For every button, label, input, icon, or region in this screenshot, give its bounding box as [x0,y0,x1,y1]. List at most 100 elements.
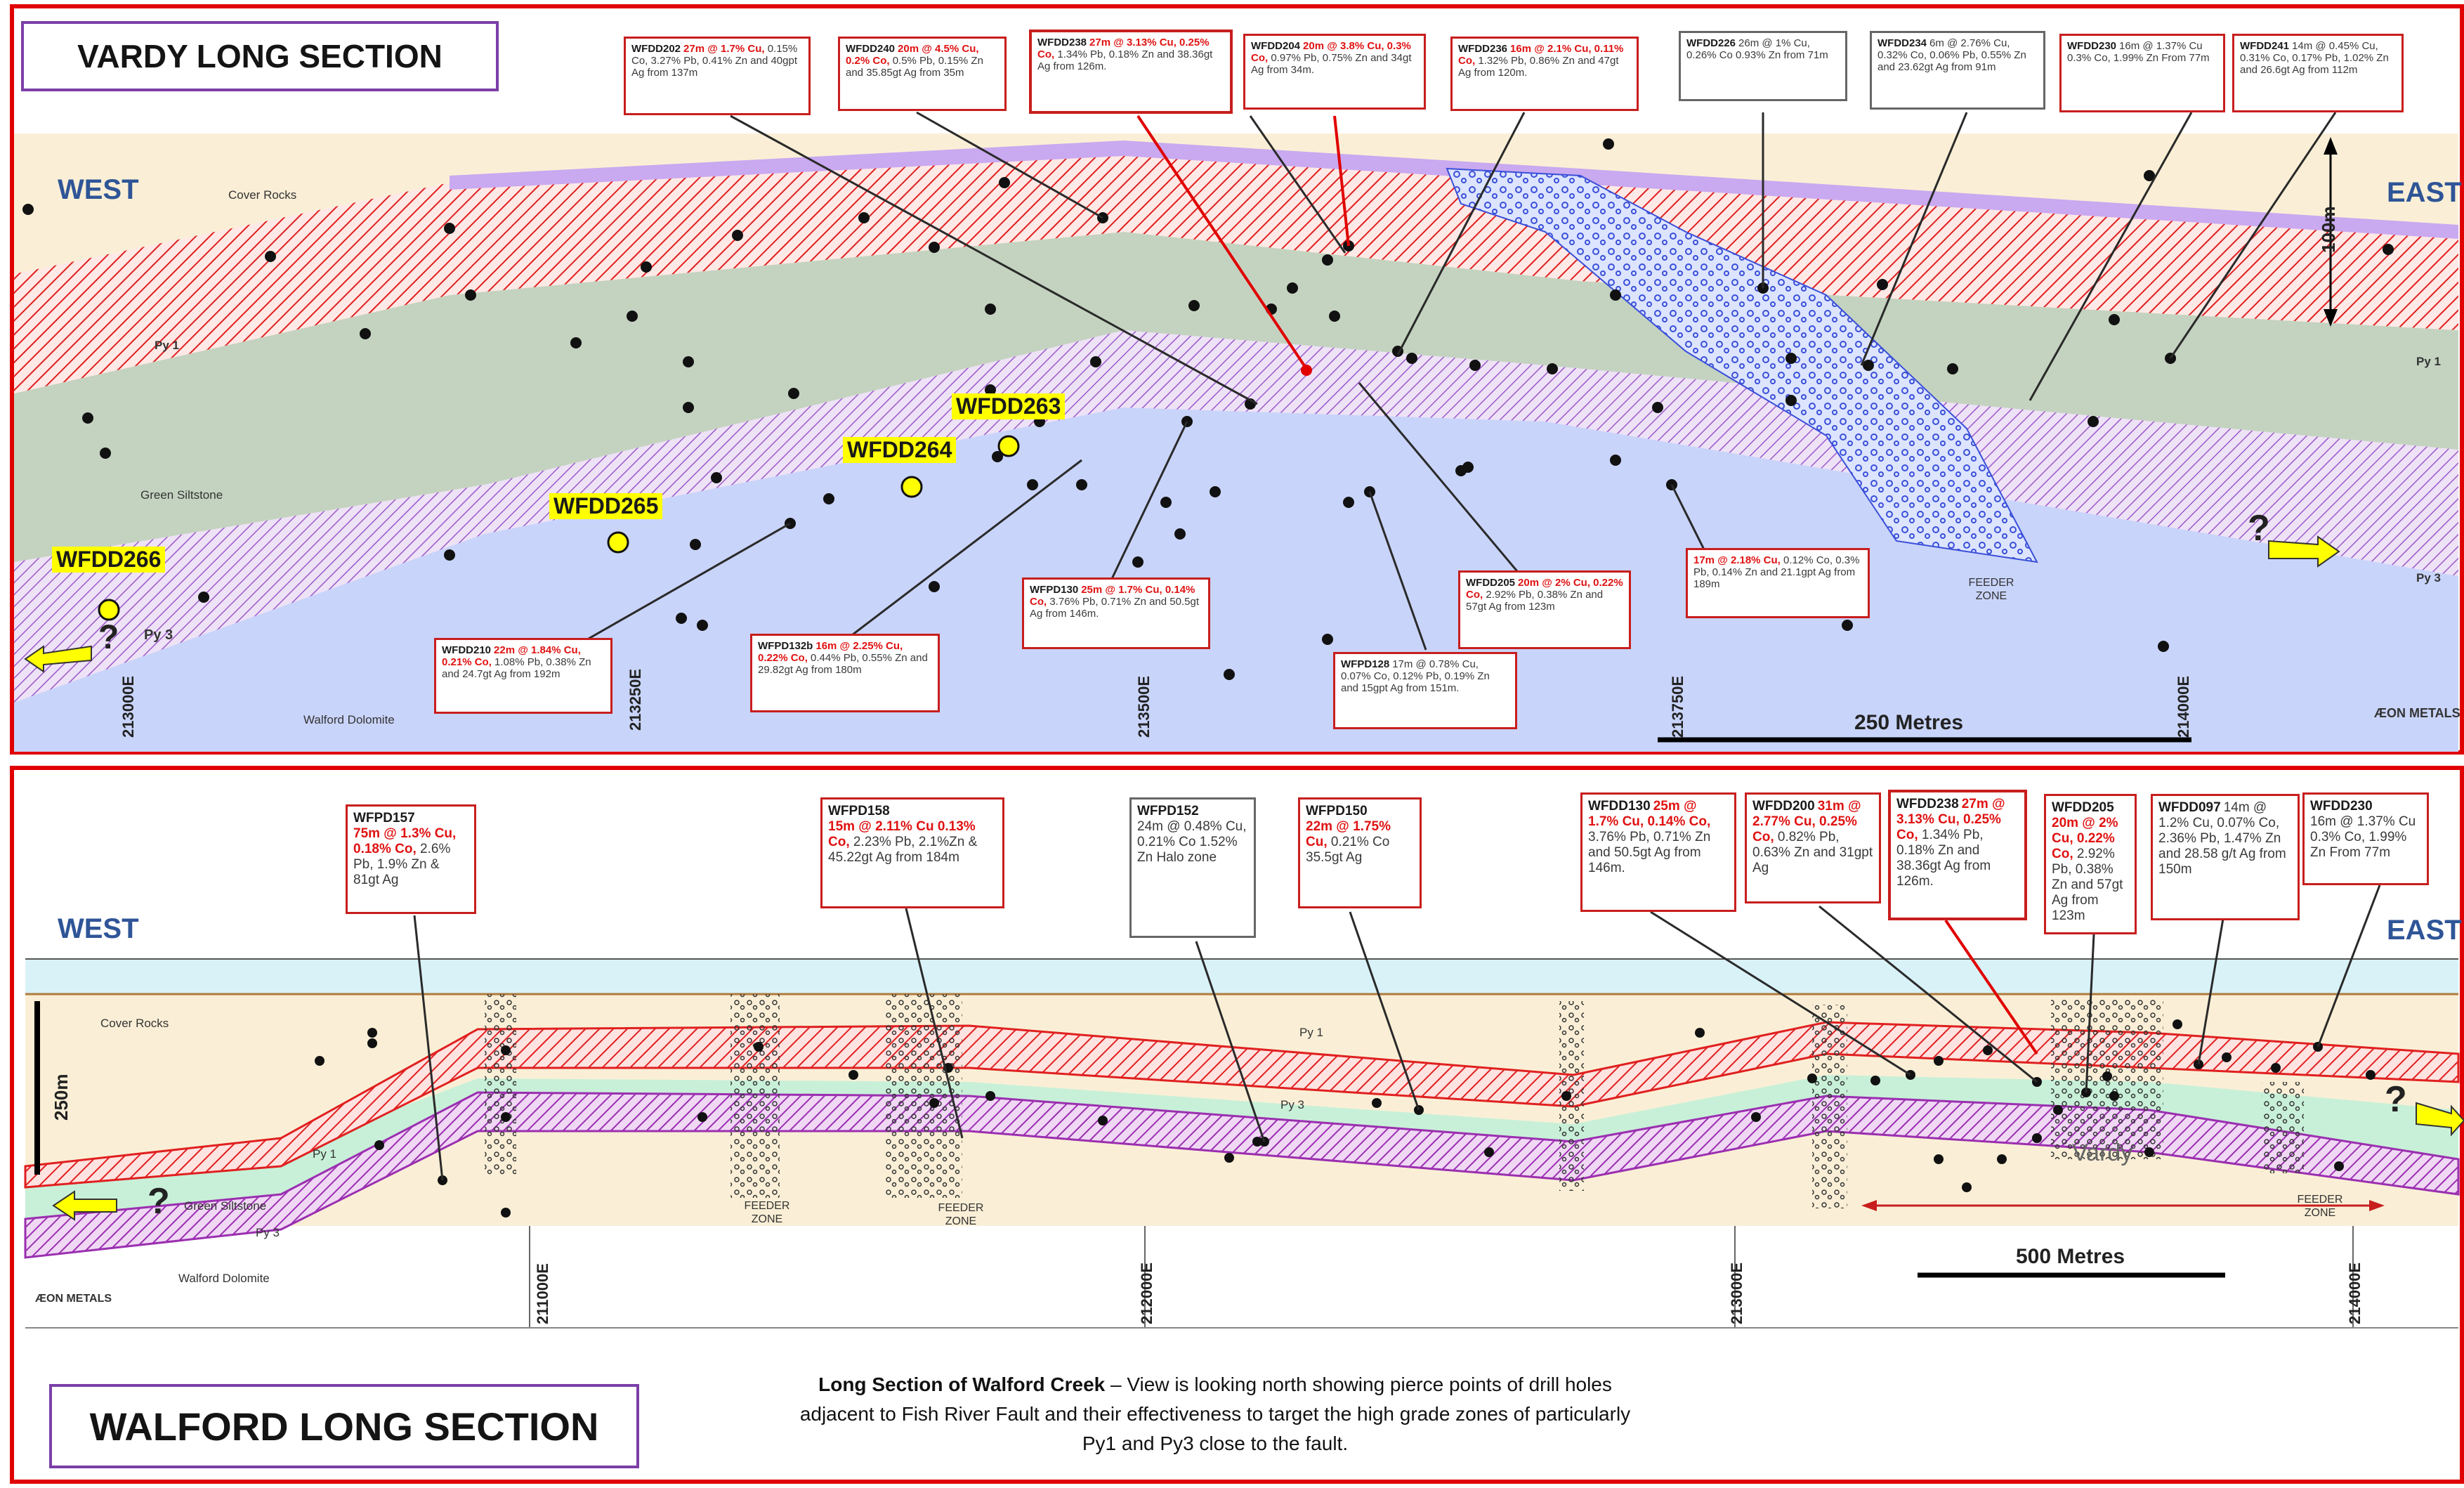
vardy-feeder-zone-label: FEEDER ZONE [1953,576,2030,603]
callout-grade-highlight: 27m @ 1.7% Cu, [683,43,765,55]
callout-grade-text: 14m @ 1.2% Cu, 0.07% Co, 2.36% Pb, 1.47%… [2158,800,2286,877]
callout-grade-highlight: 20m @ 2% Cu, 0.22% Co, [1466,577,1623,601]
vardy-cover-rocks-label: Cover Rocks [228,188,297,202]
callout-grade-text: 0.97% Pb, 0.75% Zn and 34gt Ag from 34m. [1251,52,1412,76]
walford-section-title: WALFORD LONG SECTION [49,1384,639,1468]
walford-scale-bar-label: 500 Metres [2016,1245,2125,1268]
walford-py3-left-label: Py 3 [256,1226,280,1239]
callout-hole-id: WFDD234 [1878,37,1927,49]
callout-hole-id: WFDD238 [1037,37,1087,48]
callout-grade-highlight: 16m @ 2.1% Cu, 0.11% Co, [1458,43,1624,67]
walford-easting-212000e: 212000E [1138,1262,1155,1324]
vardy-easting-213500e: 213500E [1135,675,1153,738]
callout-hole-id: WFDD236 [1458,43,1508,55]
vardy-py3-left-label: Py 3 [144,627,173,643]
callout-grade-text: 26m @ 1% Cu, 0.26% Co 0.93% Zn from 71m [1686,37,1828,61]
callout-grade-text: 1.34% Pb, 0.18% Zn and 38.36gt Ag from 1… [1896,828,1991,889]
vardy-section-diagram [14,100,2458,752]
vardy-green-siltstone-label: Green Siltstone [140,488,223,502]
callout-hole-id: WFDD226 [1686,37,1736,49]
walford-easting-214000e: 214000E [2346,1262,2364,1324]
callout-grade-text: 16m @ 1.37% Cu 0.3% Co, 1.99% Zn From 77… [2067,40,2210,64]
callout-grade-text: 2.6% Pb, 1.9% Zn & 81gt Ag [353,842,451,887]
vardy-py1-right-label: Py 1 [2416,355,2441,368]
target-hole-label-wfdd264: WFDD264 [843,437,957,463]
callout-grade-highlight: 25m @ 1.7% Cu, 0.14% Co, [1588,799,1711,829]
callout-grade-text: 17m @ 0.78% Cu, 0.07% Co, 0.12% Pb, 0.19… [1341,658,1490,694]
east-arrow-icon [2268,535,2340,568]
callout-grade-highlight: 31m @ 2.77% Cu, 0.25% Co, [1752,799,1861,844]
callout-grade-text: 1.08% Pb, 0.38% Zn and 24.7gt Ag from 19… [442,656,591,680]
west-arrow-icon [24,645,92,673]
callout-grade-text: 1.34% Pb, 0.18% Zn and 38.36gt Ag from 1… [1037,48,1213,72]
callout-grade-highlight: 15m @ 2.11% Cu 0.13% Co, [828,819,976,849]
vardy-area-label: Vardy [2072,1140,2133,1166]
caption-bold: Long Section of Walford Creek [818,1373,1106,1395]
callout-grade-highlight: 20m @ 2% Cu, 0.22% Co, [2052,816,2118,861]
callout-hole-id: WFPD158 [828,804,890,818]
vardy-scale-bar-label: 250 Metres [1854,711,1964,734]
caption-text: – View is looking north showing pierce p… [799,1373,1631,1454]
vardy-py3-right-label: Py 3 [2416,571,2441,585]
callout-hole-id: WFDD130 [1588,799,1651,814]
callout-hole-id: WFDD241 [2240,40,2290,52]
callout-grade-highlight: 27m @ 3.13% Cu, 0.25% Co, [1037,37,1210,60]
vardy-zone-word: ZONE [1975,590,2007,602]
callout-grade-highlight: 17m @ 2.18% Cu, [1693,554,1781,566]
callout-grade-text: 3.76% Pb, 0.71% Zn and 50.5gt Ag from 14… [1588,830,1711,875]
callout-grade-highlight: 27m @ 3.13% Cu, 0.25% Co, [1896,797,2005,842]
walford-feeder-zone-2-label: FEEDER ZONE [938,1202,984,1227]
target-hole-label-wfdd263: WFDD263 [952,393,1066,419]
callout-hole-id: WFDD205 [1466,577,1516,589]
vardy-question-mark-west: ? [98,619,119,656]
callout-hole-id: WFDD238 [1896,797,1959,811]
vardy-vertical-scale-label: 100m [2318,206,2339,254]
walford-vertical-scale-label: 250m [51,1073,72,1121]
callout-hole-id: WFDD204 [1251,40,1301,52]
callout-grade-text: 16m @ 1.37% Cu 0.3% Co, 1.99% Zn From 77… [2310,814,2416,860]
vardy-easting-213000e: 213000E [119,675,137,738]
vardy-east-label: EAST [2387,177,2462,208]
callout-hole-id: WFDD230 [2067,40,2117,52]
walford-green-siltstone-label: Green Siltstone [184,1199,267,1213]
walford-aeon-metals-logo: ÆON METALS [35,1293,112,1305]
vardy-easting-214000e: 214000E [2175,675,2192,738]
vardy-west-label: WEST [58,174,139,205]
vardy-easting-213250e: 213250E [627,668,644,731]
callout-grade-text: 24m @ 0.48% Cu, 0.21% Co 1.52% Zn Halo z… [1137,819,1247,865]
walford-west-label: WEST [58,913,139,944]
callout-grade-text: 1.32% Pb, 0.86% Zn and 47gt Ag from 120m… [1458,55,1619,79]
py1-unit [14,148,2458,393]
callout-grade-text: 2.92% Pb, 0.38% Zn and 57gt Ag from 123m [1466,589,1604,613]
callout-grade-text: 3.76% Pb, 0.71% Zn and 50.5gt Ag from 14… [1030,596,1199,620]
target-hole-label-wfdd265: WFDD265 [549,493,663,519]
callout-grade-text: 2.23% Pb, 2.1%Zn & 45.22gt Ag from 184m [828,835,978,865]
callout-grade-text: 0.5% Pb, 0.15% Zn and 35.85gt Ag from 35… [846,55,983,79]
drill-pierce-points [22,100,2401,680]
callout-grade-highlight: 25m @ 1.7% Cu, 0.14% Co, [1030,584,1195,608]
callout-grade-highlight: 22m @ 1.75% Cu, [1306,819,1391,849]
callout-hole-id: WFPD157 [353,811,415,825]
vardy-feeder-word: FEEDER [1968,577,2014,589]
callout-grade-highlight: 22m @ 1.84% Cu, 0.21% Co, [442,644,581,668]
